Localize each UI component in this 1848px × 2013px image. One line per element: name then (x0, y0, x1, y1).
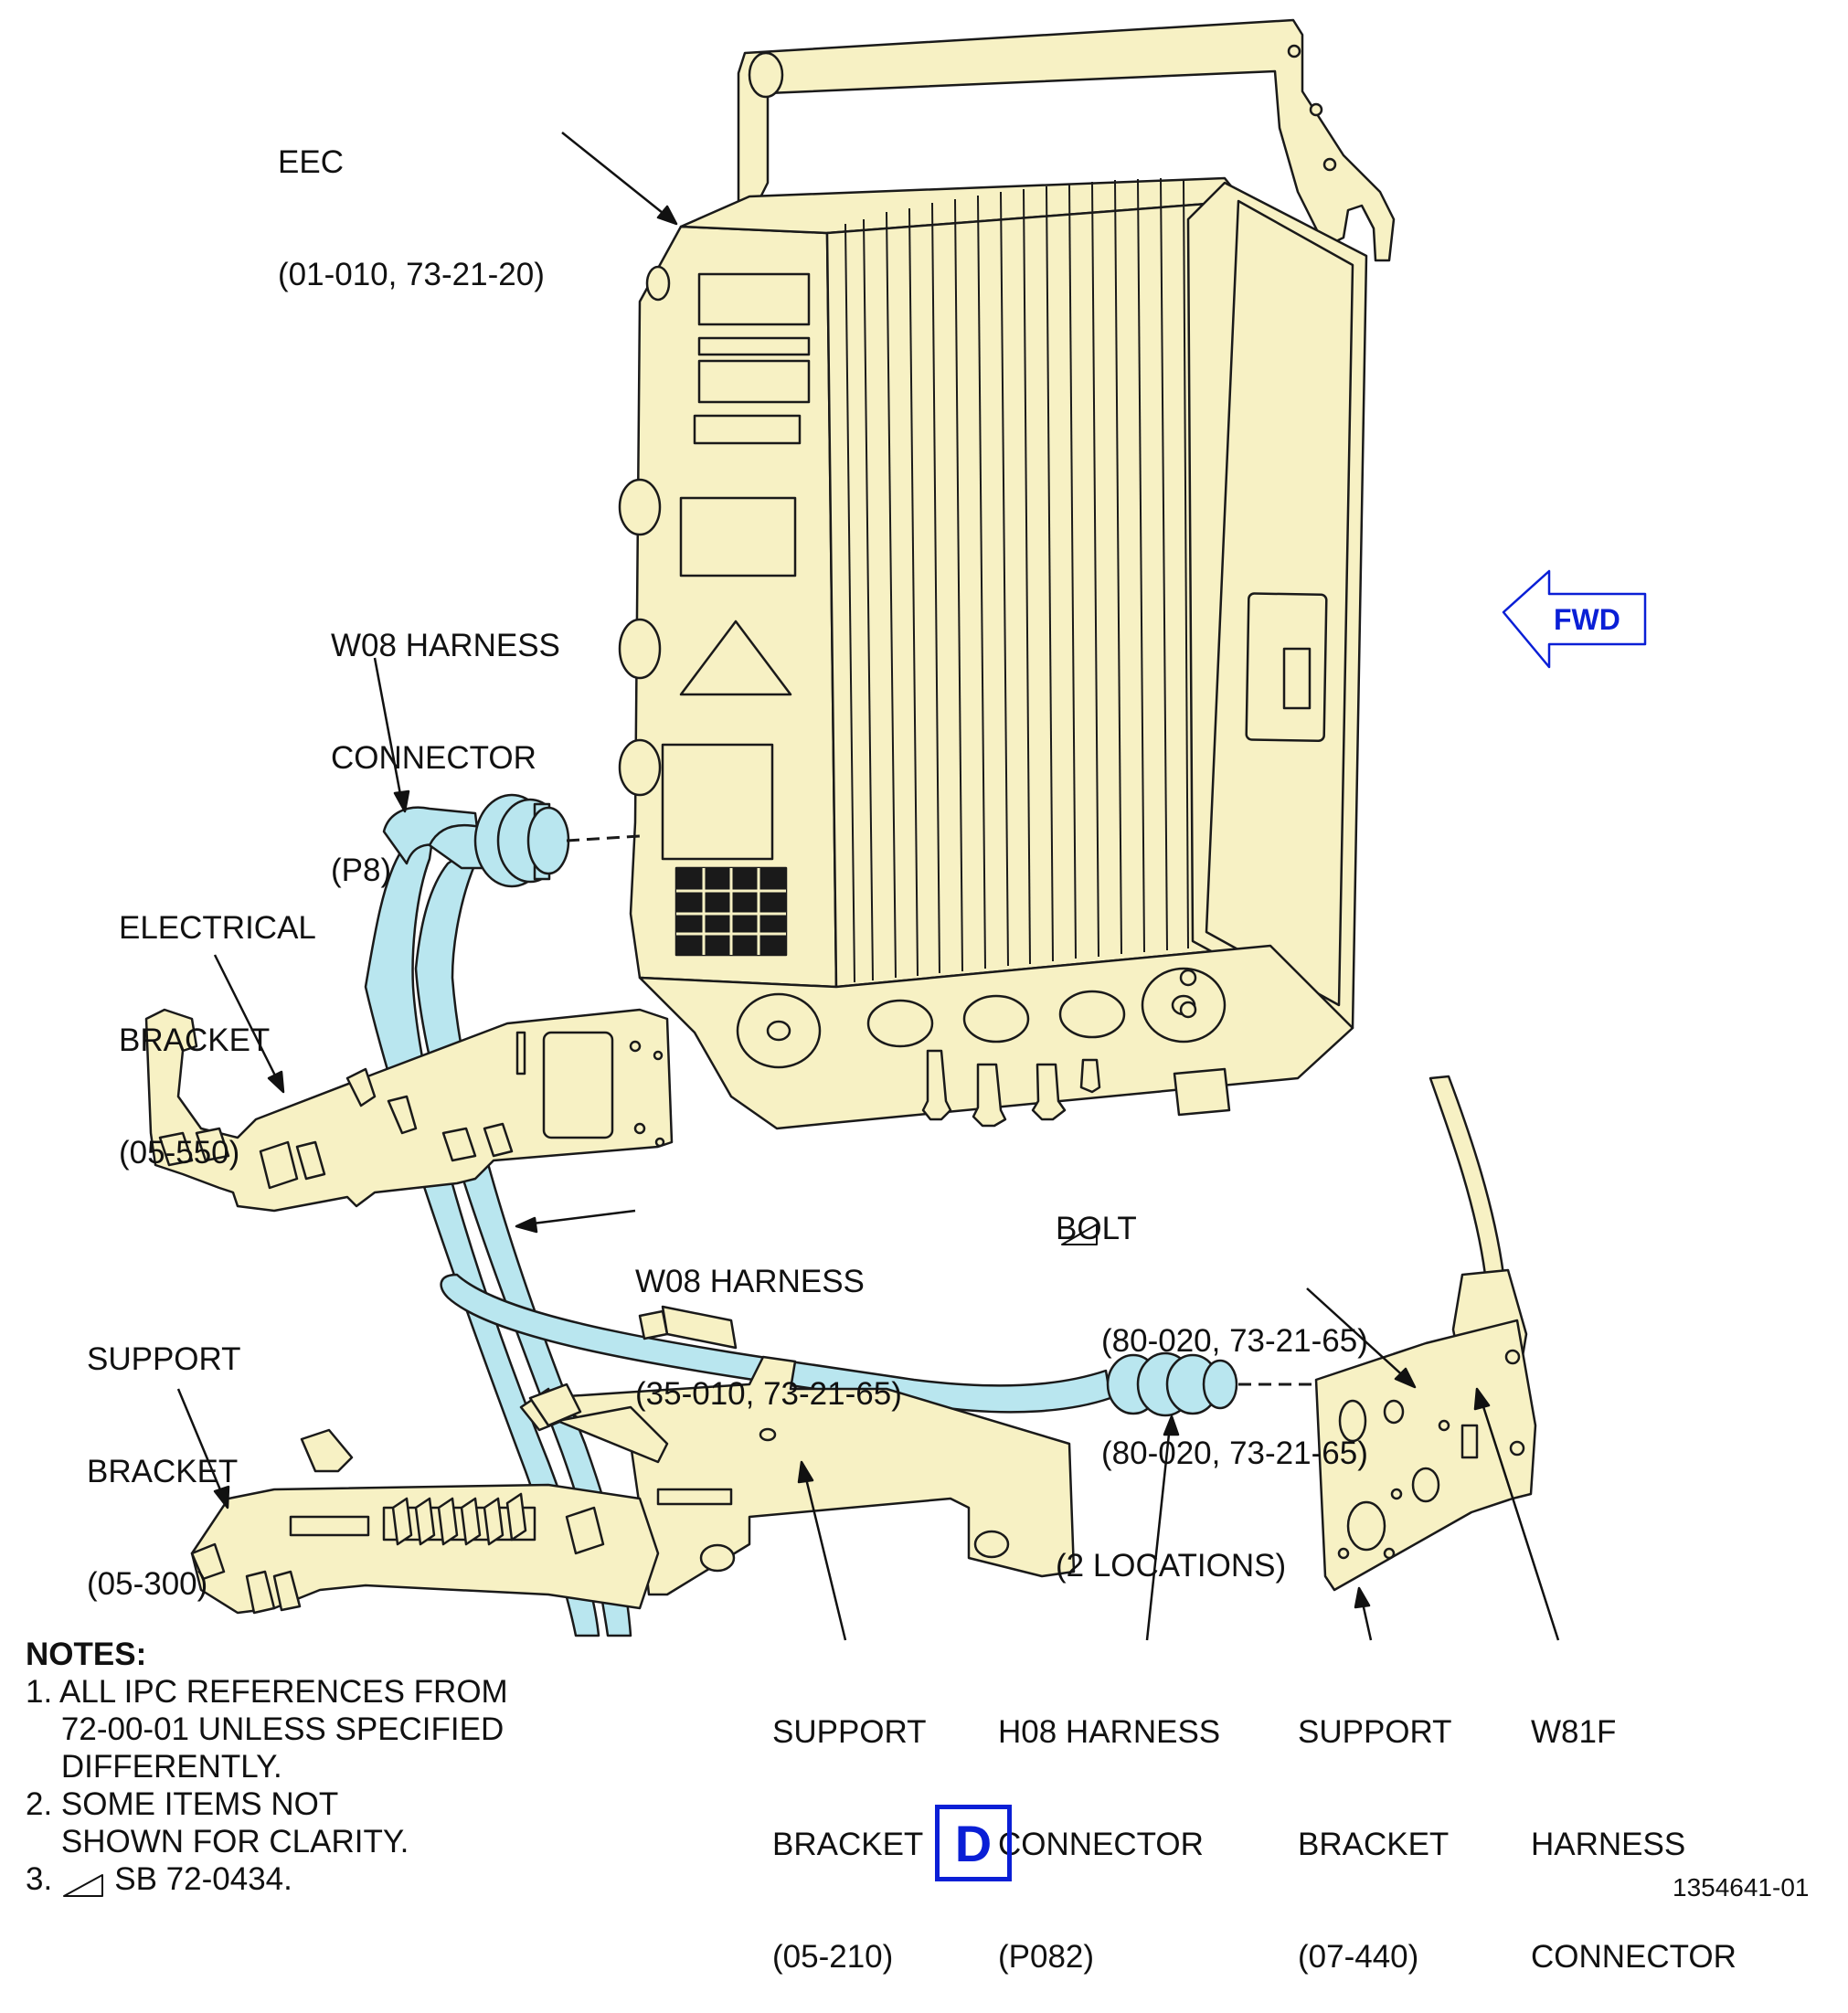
h08-connector-label: H08 HARNESS CONNECTOR (P082) (998, 1638, 1220, 2013)
support-bracket-300-label: SUPPORT BRACKET (05-300) (87, 1266, 241, 1640)
support-bracket-210-label-line1: SUPPORT (772, 1714, 927, 1750)
note-1-line3: DIFFERENTLY. (26, 1749, 282, 1785)
fwd-arrow (1502, 569, 1647, 669)
view-label: D (935, 1805, 1012, 1881)
w08-connector-label-line2: CONNECTOR (331, 740, 536, 776)
bolt-label: BOLT (80-020, 73-21-65) (80-020, 73-21-6… (1056, 1135, 1368, 1622)
support-bracket-440-label: SUPPORT BRACKET (07-440) (1298, 1638, 1452, 2013)
eec-label-line2: (01-010, 73-21-20) (278, 257, 545, 292)
support-bracket-210-label: SUPPORT BRACKET (05-210) (772, 1638, 927, 2013)
electrical-bracket-label-line3: (05-550) (119, 1135, 240, 1171)
support-bracket-210-label-line2: BRACKET (772, 1827, 924, 1862)
eec-unit (618, 18, 1396, 1130)
h08-connector-label-line1: H08 HARNESS (998, 1714, 1221, 1750)
support-bracket-210-label-line3: (05-210) (772, 1939, 894, 1975)
bolt-label-line1: BOLT (1056, 1211, 1137, 1246)
eec-grid-panel (674, 866, 788, 957)
support-bracket-300 (190, 1383, 660, 1615)
w08-connector-label-line1: W08 HARNESS (331, 628, 560, 663)
support-bracket-300-label-line2: BRACKET (87, 1454, 239, 1489)
leader-lines (176, 132, 1560, 1641)
eec-label-line1: EEC (278, 144, 344, 180)
support-bracket-300-label-line1: SUPPORT (87, 1341, 241, 1377)
p082-connector (1106, 1351, 1238, 1417)
bolt-label-line4: (2 LOCATIONS) (1056, 1548, 1287, 1584)
electrical-bracket-label-line2: BRACKET (119, 1022, 271, 1058)
figure-id: 1354641-01 (1673, 1873, 1810, 1902)
w08-connector-label: W08 HARNESS CONNECTOR (P8) (331, 552, 560, 927)
w08-connector-label-line3: (P8) (331, 853, 392, 888)
revision-flag-bolt (1061, 1224, 1098, 1245)
support-bracket-440-label-line1: SUPPORT (1298, 1714, 1452, 1750)
electrical-bracket-label: ELECTRICAL BRACKET (05-550) (119, 834, 316, 1209)
note-2-line2: SHOWN FOR CLARITY. (26, 1824, 409, 1859)
support-bracket-300-label-line3: (05-300) (87, 1566, 208, 1602)
h08-connector-label-line2: CONNECTOR (998, 1827, 1204, 1862)
exploded-diagram (63, 18, 1647, 1897)
w81f-connector-label-line2: HARNESS (1531, 1827, 1686, 1862)
electrical-bracket-label-line1: ELECTRICAL (119, 910, 316, 946)
electrical-bracket-550 (144, 1008, 674, 1213)
bolt-label-line2: (80-020, 73-21-65) (1101, 1323, 1368, 1359)
w81f-connector-label: W81F HARNESS CONNECTOR (1531, 1638, 1736, 2013)
bolt-label-line3: (80-020, 73-21-65) (1101, 1436, 1368, 1471)
support-bracket-440-label-line2: BRACKET (1298, 1827, 1450, 1862)
w08-harness-label-line2: (35-010, 73-21-65) (635, 1376, 902, 1412)
eec-label: EEC (01-010, 73-21-20) (278, 69, 545, 331)
w81f-connector-label-line1: W81F (1531, 1714, 1617, 1750)
p8-connector (473, 793, 570, 888)
w08-harness-label: W08 HARNESS (35-010, 73-21-65) (635, 1188, 902, 1450)
support-bracket-440-label-line3: (07-440) (1298, 1939, 1419, 1975)
notes-title: NOTES: (26, 1637, 147, 1672)
h08-connector-label-line3: (P082) (998, 1939, 1095, 1975)
note-1-line1: 1. ALL IPC REFERENCES FROM (26, 1674, 508, 1710)
w08-harness-label-line1: W08 HARNESS (635, 1264, 865, 1299)
note-1-line2: 72-00-01 UNLESS SPECIFIED (26, 1711, 504, 1747)
support-bracket-440 (1314, 1319, 1537, 1592)
note-3-line1: 3. SB 72-0434. (26, 1861, 292, 1897)
revision-flag-note (63, 1874, 103, 1897)
notes-block: NOTES: 1. ALL IPC REFERENCES FROM 72-00-… (26, 1636, 508, 1898)
w81f-connector-label-line3: CONNECTOR (1531, 1939, 1736, 1975)
note-2-line1: 2. SOME ITEMS NOT (26, 1786, 339, 1822)
fwd-label: FWD (1554, 603, 1620, 636)
